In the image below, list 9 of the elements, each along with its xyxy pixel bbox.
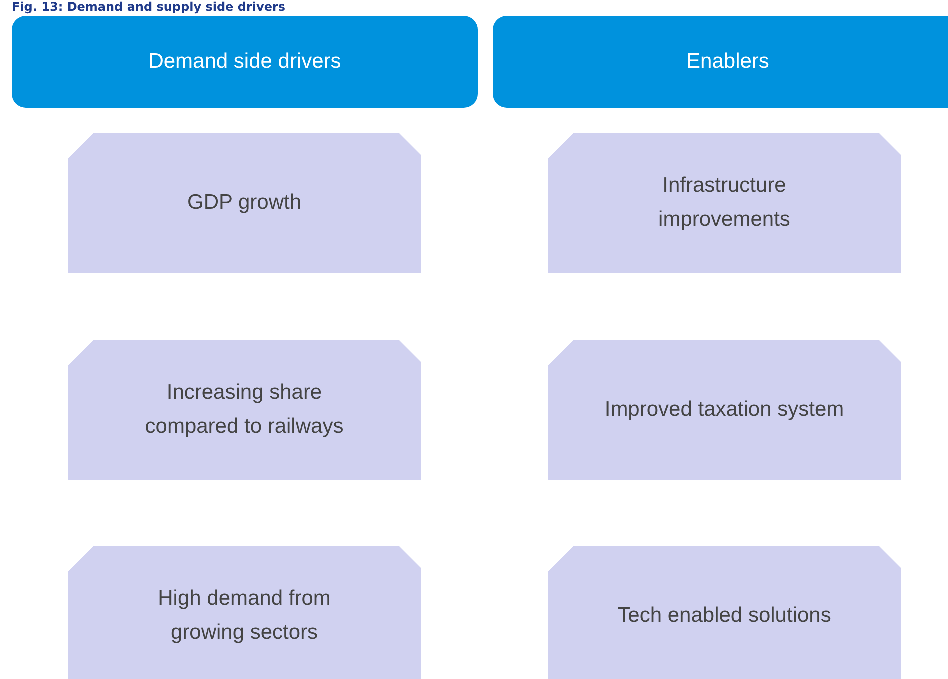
figure-title: Fig. 13: Demand and supply side drivers — [12, 0, 286, 14]
driver-box: Increasing share compared to railways — [68, 340, 421, 480]
driver-box: GDP growth — [68, 133, 421, 273]
driver-box: High demand from growing sectors — [68, 546, 421, 679]
column-header: Enablers — [493, 16, 948, 108]
driver-box: Tech enabled solutions — [548, 546, 901, 679]
driver-box: Improved taxation system — [548, 340, 901, 480]
column-header: Demand side drivers — [12, 16, 478, 108]
driver-box: Infrastructure improvements — [548, 133, 901, 273]
